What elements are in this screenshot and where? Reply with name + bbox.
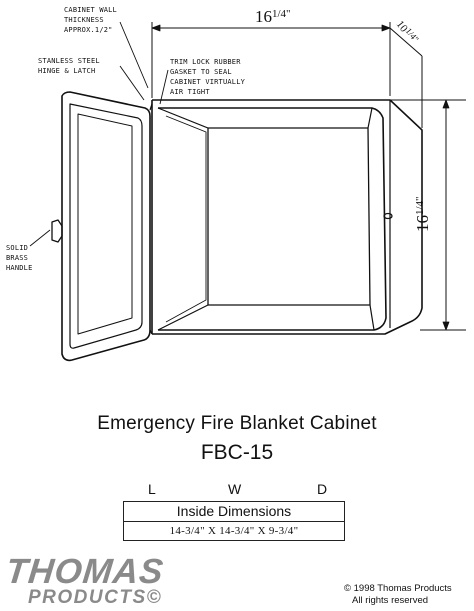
door-inner-panel <box>69 103 143 349</box>
hinge <box>149 103 153 335</box>
width-column-label: W <box>228 481 242 497</box>
brass-handle-callout: SOLID BRASS HANDLE <box>6 244 33 272</box>
height-dimension-line <box>390 99 466 331</box>
svg-text:HINGE & LATCH: HINGE & LATCH <box>38 67 95 75</box>
svg-text:THICKNESS: THICKNESS <box>64 16 104 24</box>
inside-dimensions-header: Inside Dimensions <box>124 502 344 522</box>
wall-callout-leader <box>119 21 149 89</box>
handle-icon <box>51 219 63 243</box>
copyright-line-1: © 1998 Thomas Products <box>344 583 452 594</box>
svg-text:CABINET WALL: CABINET WALL <box>64 6 117 14</box>
model-number: FBC-15 <box>200 441 274 464</box>
copyright-notice: © 1998 Thomas Products All rights reserv… <box>344 583 464 607</box>
inside-dimensions-values: 14-3/4" X 14-3/4" X 9-3/4" <box>169 525 299 537</box>
svg-text:APPROX.1/2": APPROX.1/2" <box>64 26 113 34</box>
svg-text:BRASS: BRASS <box>6 254 28 262</box>
depth-label: 101/4" <box>394 17 421 47</box>
product-title: Emergency Fire Blanket Cabinet <box>97 413 377 434</box>
gasket-callout-leader <box>159 69 169 105</box>
latch-icon <box>383 212 393 220</box>
svg-text:HANDLE: HANDLE <box>6 264 33 272</box>
thomas-products-logo: THOMAS PRODUCTS© <box>4 552 176 608</box>
wall-thickness-callout: CABINET WALL THICKNESS APPROX.1/2" <box>64 6 117 34</box>
depth-dimension-line <box>389 27 423 128</box>
gasket-callout: TRIM LOCK RUBBER GASKET TO SEAL CABINET … <box>170 58 246 96</box>
height-label: 161/4" <box>413 196 432 232</box>
svg-text:STANLESS STEEL: STANLESS STEEL <box>38 57 100 65</box>
svg-text:CABINET VIRTUALLY: CABINET VIRTUALLY <box>170 78 246 86</box>
copyright-line-2: All rights reserved <box>352 595 429 606</box>
cabinet-inner-corners <box>157 107 375 331</box>
hinge-callout-leader <box>119 65 145 101</box>
logo-line-1: THOMAS <box>4 552 166 591</box>
svg-text:GASKET TO SEAL: GASKET TO SEAL <box>170 68 232 76</box>
handle-callout-leader <box>29 229 51 247</box>
cabinet-body-outline <box>152 99 423 335</box>
width-dimension-line <box>151 22 391 98</box>
width-label: 161/4" <box>255 7 291 26</box>
hinge-latch-callout: STANLESS STEEL HINGE & LATCH <box>38 57 100 75</box>
svg-text:SOLID: SOLID <box>6 244 28 252</box>
logo-line-2: PRODUCTS© <box>28 587 163 608</box>
cabinet-drawing: 161/4" 101/4" 161/4" CABINET WALL THICKN… <box>6 6 466 362</box>
svg-text:TRIM LOCK RUBBER: TRIM LOCK RUBBER <box>170 58 241 66</box>
depth-column-label: D <box>317 481 328 497</box>
door-outline <box>61 91 151 362</box>
cabinet-back-wall <box>207 127 371 306</box>
length-column-label: L <box>148 481 156 497</box>
cabinet-inner-opening <box>158 107 387 331</box>
svg-text:AIR TIGHT: AIR TIGHT <box>170 88 210 96</box>
inside-dimensions-table: Inside Dimensions 14-3/4" X 14-3/4" X 9-… <box>123 501 345 541</box>
